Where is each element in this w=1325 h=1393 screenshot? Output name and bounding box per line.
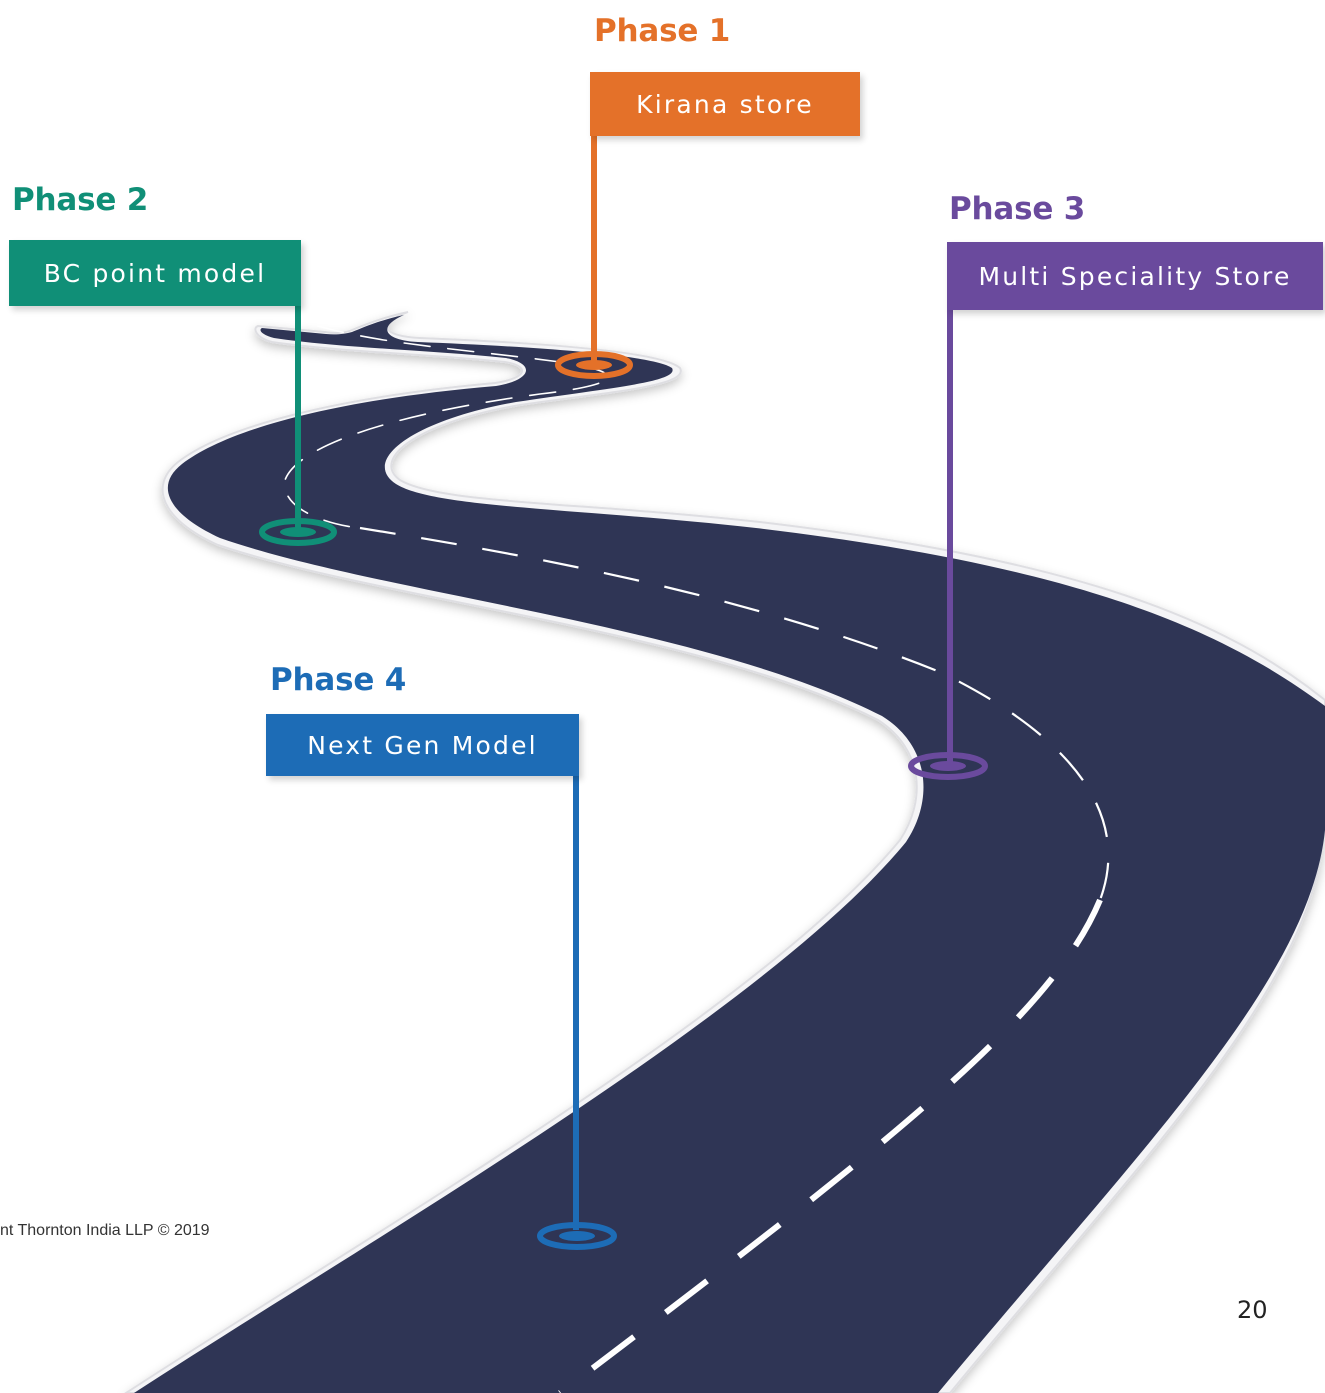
phase-4-marker [537, 774, 617, 1250]
phase-3-title: Phase 3 [949, 191, 1086, 227]
phase-1-flag-label: Kirana store [590, 72, 860, 136]
road-surface [134, 315, 1325, 1393]
phase-1-marker [555, 136, 633, 379]
phase-1-title: Phase 1 [594, 13, 731, 49]
road-centerline-near [558, 898, 1103, 1393]
phase-4-flag-label: Next Gen Model [266, 714, 579, 776]
phase-3-flag-label: Multi Speciality Store [947, 242, 1323, 310]
phase-4-title: Phase 4 [270, 662, 407, 698]
phase-2-title: Phase 2 [12, 182, 149, 218]
copyright-footer: nt Thornton India LLP © 2019 [0, 1222, 210, 1239]
phase-2-marker [259, 300, 337, 546]
page-number: 20 [1237, 1296, 1268, 1324]
road-centerline-far [284, 325, 609, 529]
phase-3-marker [908, 308, 988, 780]
phase-2-flag-label: BC point model [9, 240, 301, 306]
road-centerline-mid [359, 526, 1110, 901]
